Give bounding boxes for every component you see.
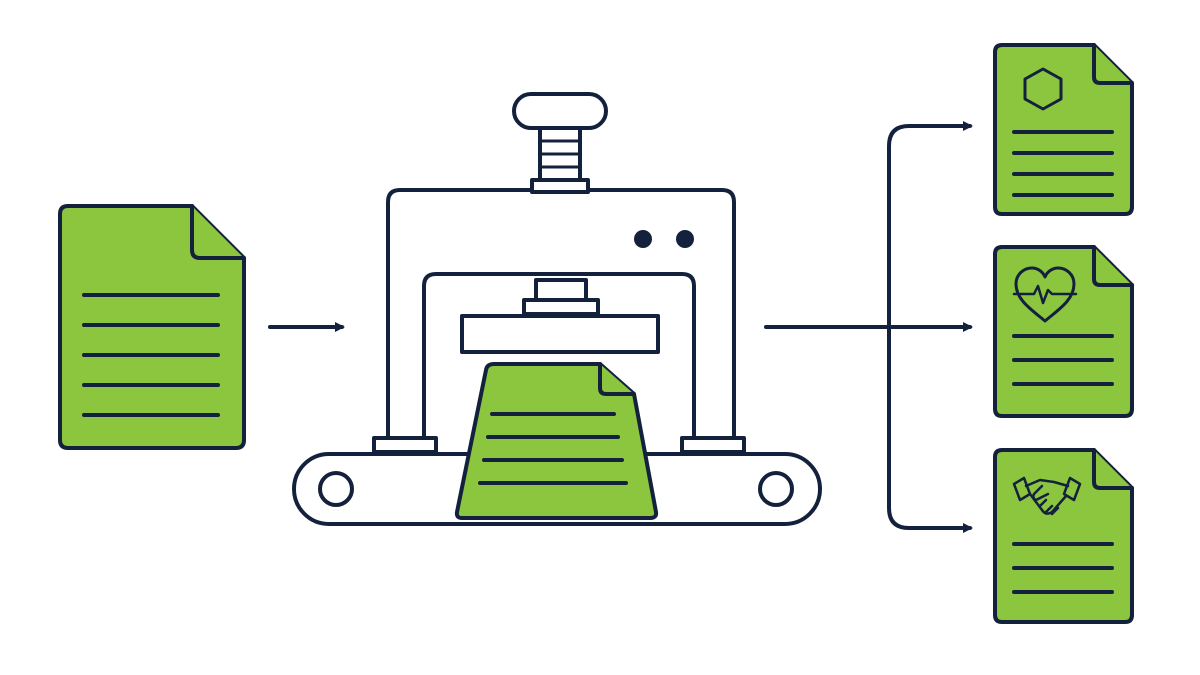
output-connectors <box>764 121 973 533</box>
output-document-1-fold <box>1092 43 1134 85</box>
indicator-light-2 <box>676 230 694 248</box>
press-handle <box>512 92 608 130</box>
output-document-3-fold <box>1092 448 1134 490</box>
hexagon-icon <box>1023 67 1063 111</box>
output-document-1-lines <box>1012 130 1114 197</box>
press-foot-left <box>372 436 438 454</box>
output-document-heart <box>993 245 1134 418</box>
output-branch-top <box>887 121 973 329</box>
press-foot-right <box>680 436 746 454</box>
output-document-handshake <box>993 448 1134 624</box>
press-screw-collar <box>530 178 590 194</box>
output-document-2-sheet <box>993 245 1134 418</box>
input-document <box>58 204 246 450</box>
indicator-light-1 <box>634 230 652 248</box>
output-document-2-lines <box>1012 334 1114 386</box>
handshake-icon <box>1012 476 1082 516</box>
output-document-1-sheet <box>993 43 1134 216</box>
press-machine <box>292 92 822 526</box>
output-document-2-fold <box>1092 245 1134 287</box>
input-document-lines <box>82 293 220 417</box>
pressed-document-sheet <box>454 362 659 520</box>
output-document-hexagon <box>993 43 1134 216</box>
heart-pulse-icon <box>1012 266 1078 323</box>
press-plate <box>460 314 660 354</box>
press-screw-threads <box>540 139 580 169</box>
output-document-3-lines <box>1012 542 1114 594</box>
pressed-document <box>454 362 659 520</box>
pressed-document-lines <box>478 412 628 485</box>
conveyor-roller-left <box>318 471 354 507</box>
press-ram-collar <box>522 298 600 316</box>
pressed-document-fold <box>598 362 636 396</box>
output-branch-bottom <box>887 325 973 533</box>
input-document-fold <box>190 204 246 260</box>
conveyor-roller-right <box>758 471 794 507</box>
